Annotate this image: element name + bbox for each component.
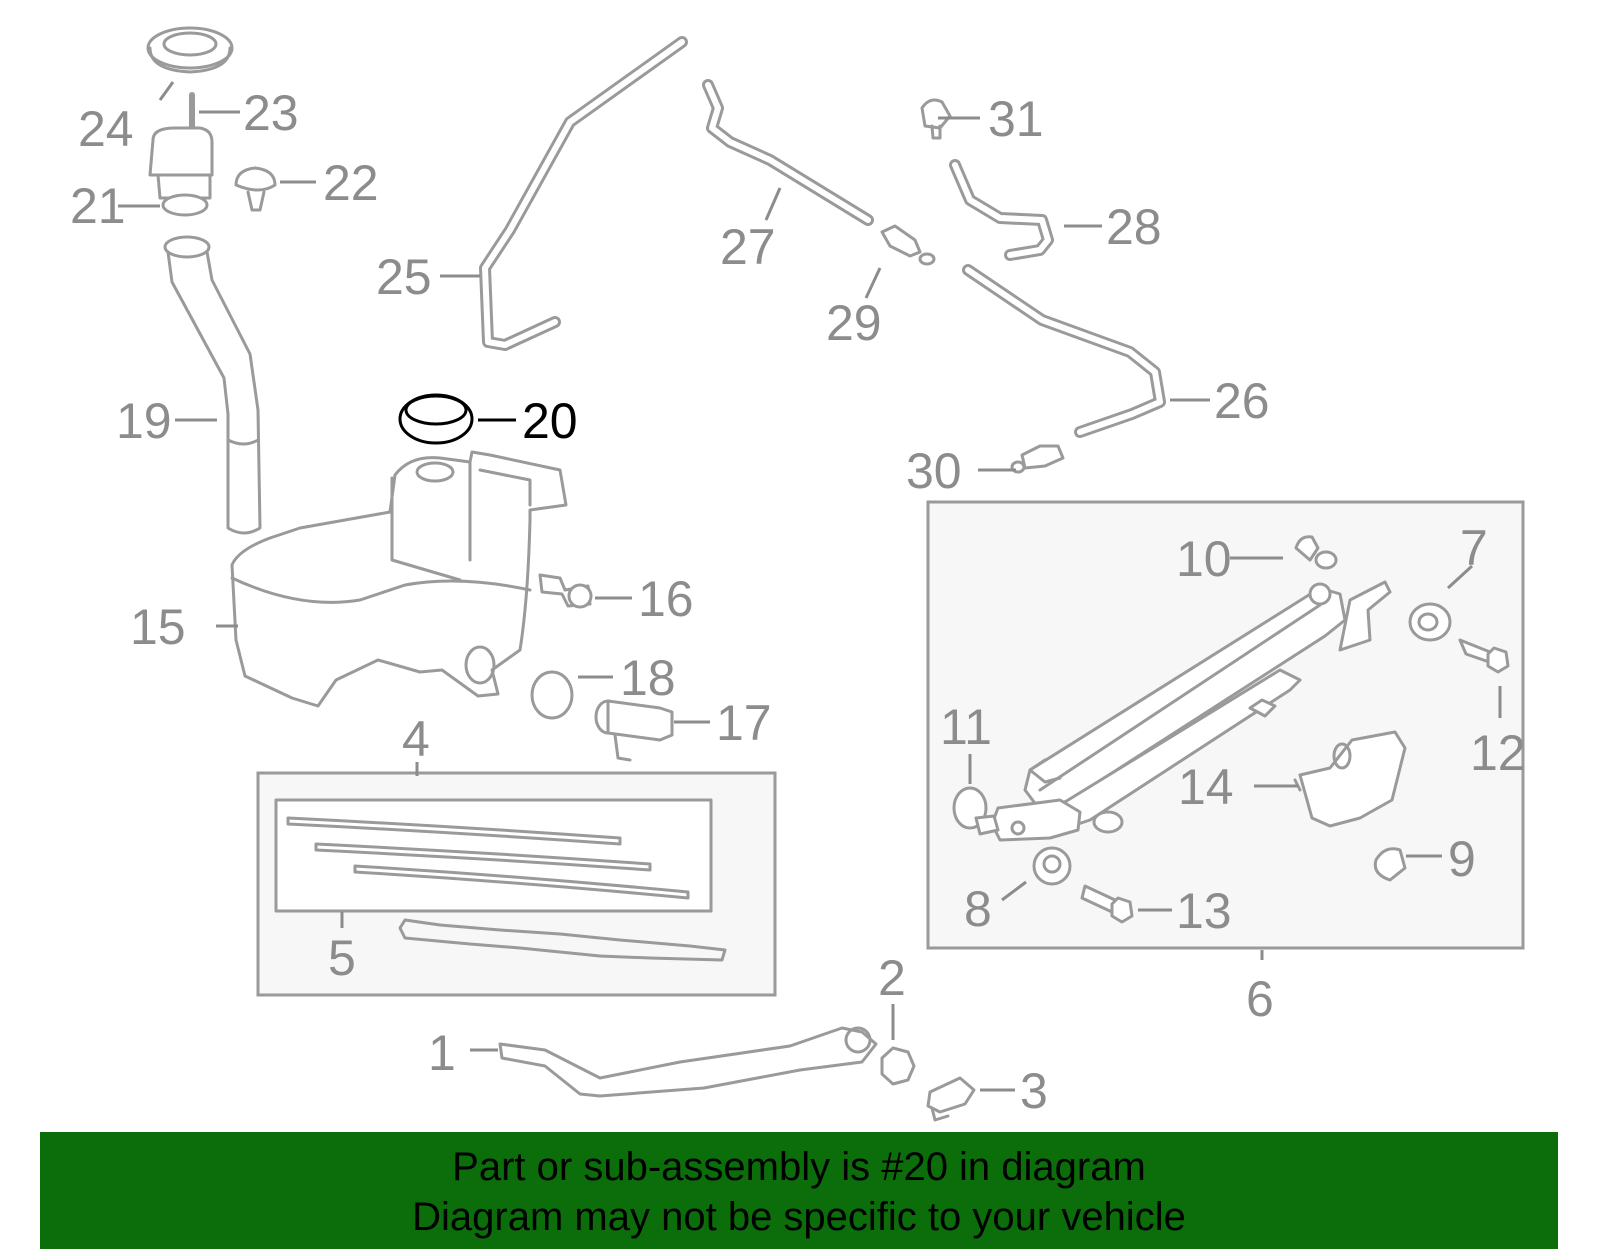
info-banner: Part or sub-assembly is #20 in diagram D… xyxy=(40,1132,1558,1249)
part-25-hose xyxy=(479,36,688,351)
callout-19: 19 xyxy=(116,393,172,449)
part-24-filler-cap xyxy=(146,26,234,74)
part-22-clip xyxy=(234,166,277,212)
part-27-hose xyxy=(702,79,874,226)
part-5-refills xyxy=(286,816,690,900)
part-8-grommet xyxy=(1032,846,1072,886)
part-10-bushing xyxy=(1294,535,1338,570)
part-20-grommet xyxy=(398,393,474,445)
part-31-check-valve xyxy=(920,98,952,140)
part-4-blade xyxy=(398,918,727,962)
callout-25: 25 xyxy=(376,249,432,305)
callout-6: 6 xyxy=(1246,971,1274,1027)
callout-21: 21 xyxy=(70,178,126,234)
part-3-cap xyxy=(926,1076,976,1122)
part-12-bolt xyxy=(1458,638,1510,674)
part-14-motor xyxy=(1293,730,1407,828)
part-17-pump xyxy=(594,699,674,762)
callout-1: 1 xyxy=(428,1025,456,1081)
callout-16: 16 xyxy=(638,571,694,627)
callout-28: 28 xyxy=(1106,199,1162,255)
part-7-grommet xyxy=(1408,602,1452,642)
callout-7: 7 xyxy=(1460,520,1488,576)
banner-line-1: Part or sub-assembly is #20 in diagram xyxy=(452,1145,1146,1189)
leader-lines xyxy=(118,81,1502,1092)
callout-20: 20 xyxy=(522,393,578,449)
callout-23: 23 xyxy=(243,85,299,141)
callout-10: 10 xyxy=(1176,531,1232,587)
part-1-wiper-arm xyxy=(498,1026,878,1098)
part-11-bushing xyxy=(952,786,1000,836)
callout-12: 12 xyxy=(1470,725,1526,781)
part-18-grommet xyxy=(530,670,574,720)
part-13-bolt xyxy=(1080,884,1134,924)
callout-24: 24 xyxy=(78,101,134,157)
callout-15: 15 xyxy=(130,599,186,655)
callout-2: 2 xyxy=(878,950,906,1006)
part-2-nut xyxy=(880,1046,916,1086)
banner-line-2: Diagram may not be specific to your vehi… xyxy=(412,1195,1186,1239)
part-29-connector xyxy=(880,224,936,266)
callout-22: 22 xyxy=(323,155,379,211)
part-16-bolt xyxy=(538,573,593,609)
part-26-hose xyxy=(962,264,1166,438)
callout-11: 11 xyxy=(940,699,992,755)
part-15-reservoir xyxy=(230,450,568,708)
callout-13: 13 xyxy=(1176,883,1232,939)
callout-17: 17 xyxy=(716,695,772,751)
callout-29: 29 xyxy=(826,295,882,351)
part-30-nozzle xyxy=(1010,444,1065,474)
part-28-hose xyxy=(949,159,1054,261)
callout-27: 27 xyxy=(720,219,776,275)
callout-26: 26 xyxy=(1214,373,1270,429)
callout-8: 8 xyxy=(964,881,992,937)
callout-30: 30 xyxy=(906,443,962,499)
callout-5: 5 xyxy=(328,930,356,986)
part-9-grommet xyxy=(1373,847,1407,882)
callout-9: 9 xyxy=(1448,831,1476,887)
part-6-linkage xyxy=(990,580,1392,842)
part-21-neck xyxy=(148,126,214,217)
callout-4: 4 xyxy=(402,711,430,767)
callout-3: 3 xyxy=(1020,1063,1048,1119)
callout-18: 18 xyxy=(620,650,676,706)
callout-14: 14 xyxy=(1178,759,1234,815)
callout-31: 31 xyxy=(988,91,1044,147)
part-19-filler-tube xyxy=(163,235,262,535)
